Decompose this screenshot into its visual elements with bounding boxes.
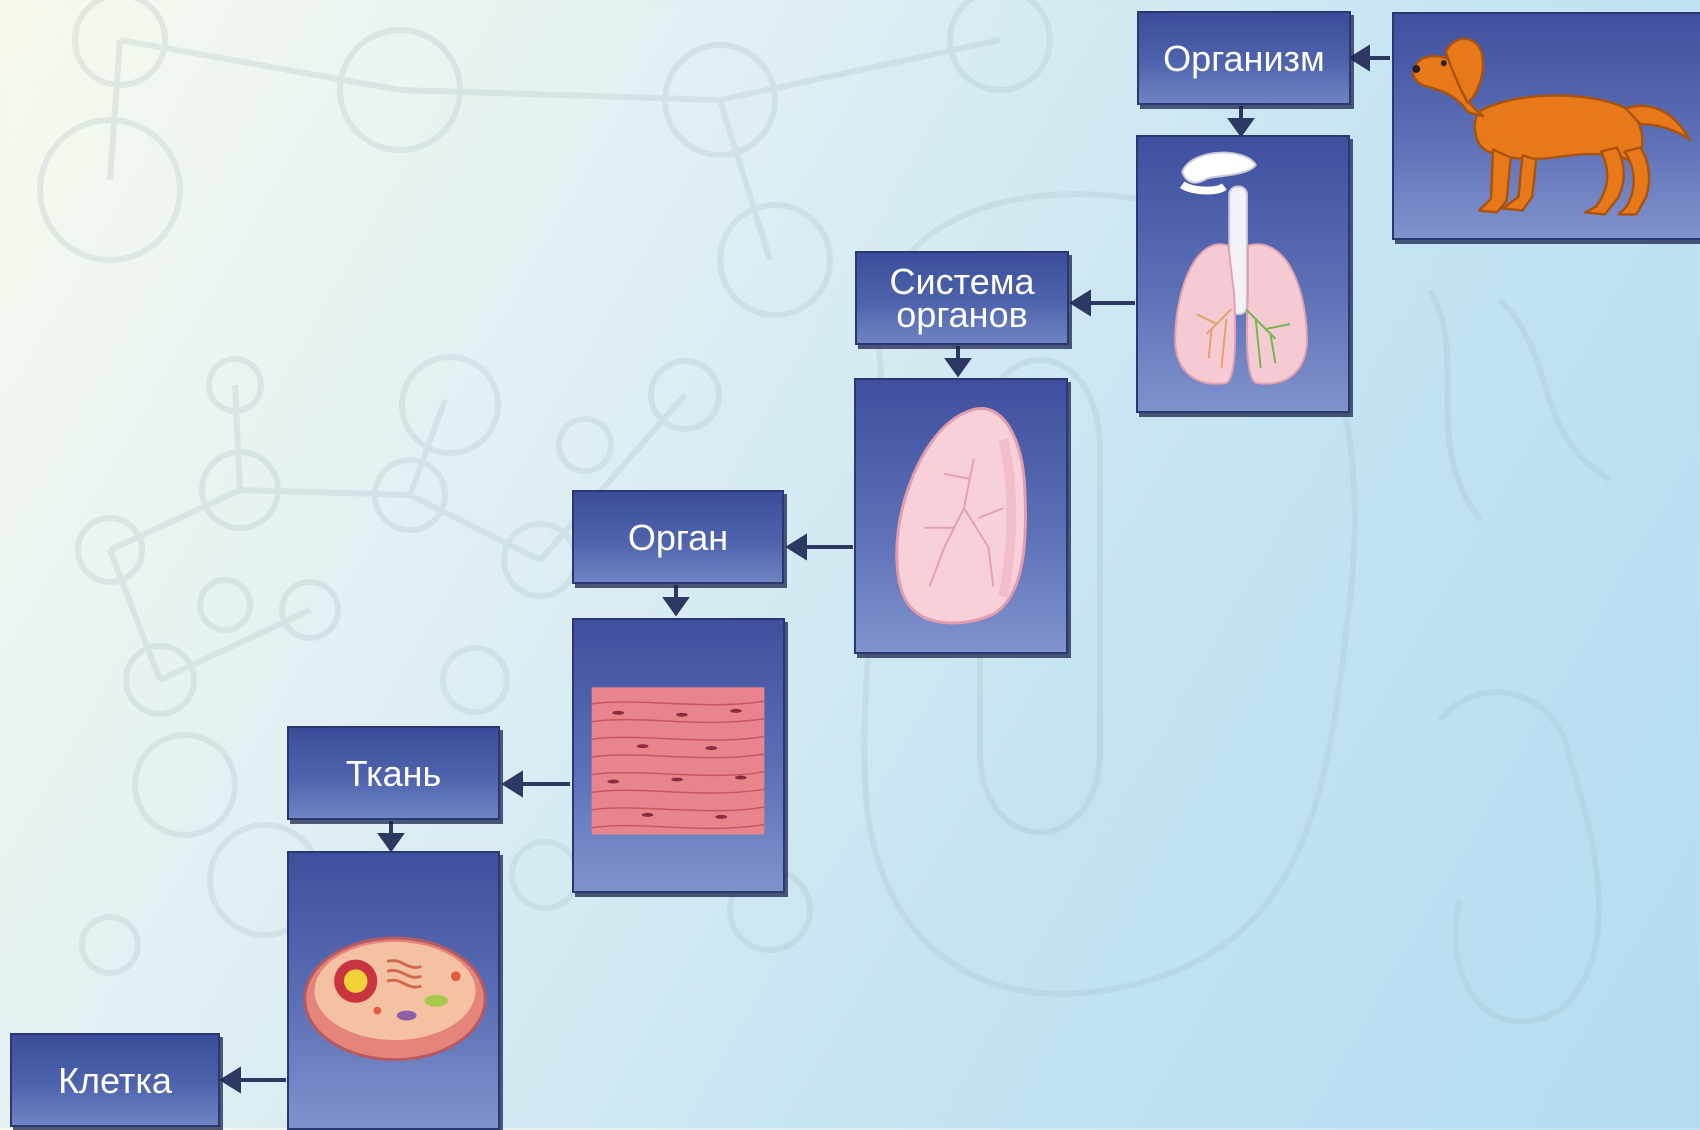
arrow-lung-to-organ-label <box>789 537 853 557</box>
organ-image-panel <box>854 378 1068 654</box>
arrow-cell-image-to-cell-label <box>223 1070 286 1090</box>
respiratory-system-illustration <box>1138 137 1348 411</box>
tissue-image-panel <box>572 618 785 893</box>
animal-cell-illustration <box>289 853 498 1128</box>
arrow-dog-to-organism <box>1352 48 1390 68</box>
cell-label: Клетка <box>10 1033 220 1127</box>
lung-illustration <box>856 380 1066 652</box>
organ-label-text: Орган <box>628 521 728 554</box>
arrow-system-to-organ <box>948 346 968 374</box>
arrow-tissue-to-cell <box>381 821 401 849</box>
organ-system-image-panel <box>1136 135 1350 413</box>
muscle-tissue-illustration <box>574 620 783 891</box>
tissue-label-text: Ткань <box>346 757 442 790</box>
organ-label: Орган <box>572 490 784 584</box>
tissue-label: Ткань <box>287 726 500 820</box>
dog-illustration <box>1394 14 1700 238</box>
arrow-organ-to-tissue <box>666 585 686 613</box>
cell-image-panel <box>287 851 500 1130</box>
cell-label-text: Клетка <box>58 1064 172 1097</box>
arrow-muscle-to-tissue-label <box>505 774 570 794</box>
organ-system-label-text: Система органов <box>882 265 1042 331</box>
organ-system-label: Система органов <box>855 251 1069 345</box>
arrow-lungs-to-system-label <box>1073 293 1135 313</box>
organism-image-panel <box>1392 12 1700 240</box>
arrow-organism-to-system <box>1231 106 1251 134</box>
organism-label-text: Организм <box>1163 42 1325 75</box>
organism-label: Организм <box>1137 11 1351 105</box>
